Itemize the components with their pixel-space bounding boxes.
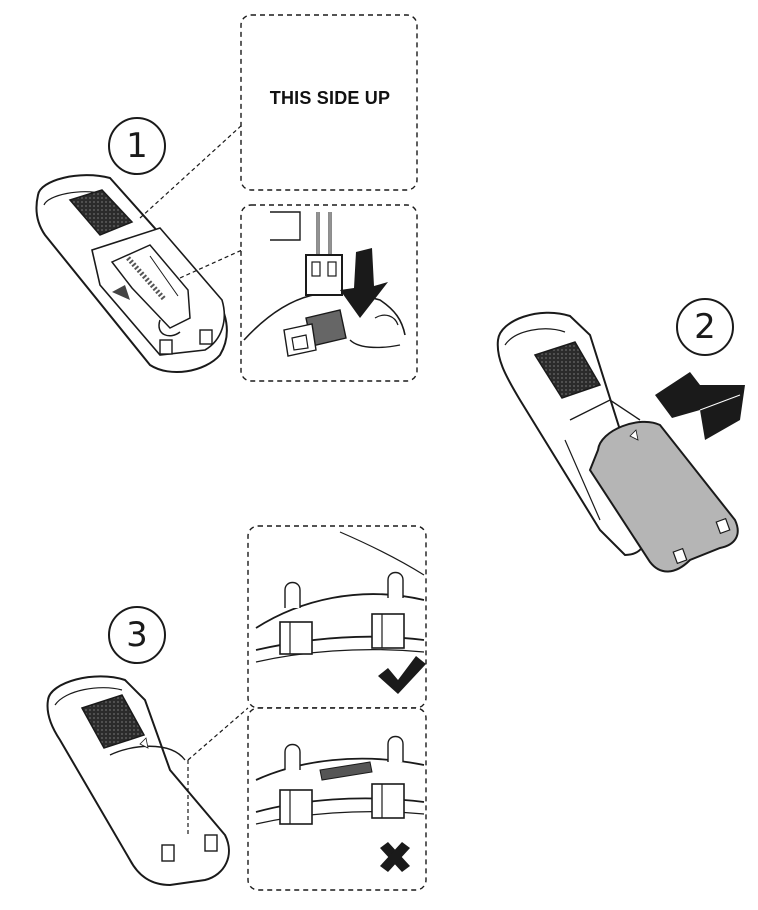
- battery-plug: [305, 254, 343, 296]
- speaker-grille: [68, 189, 134, 236]
- callout-box-correct: [247, 525, 427, 709]
- speaker-grille: [533, 341, 602, 399]
- speaker-grille: [80, 694, 146, 749]
- insert-arrow-icon: [340, 248, 388, 318]
- step2-handset-illustration: [496, 311, 745, 573]
- slide-arrow-icon: [655, 372, 745, 440]
- step-3-number: 3: [108, 606, 166, 664]
- step-2-number-text: 2: [694, 307, 716, 347]
- step1-handset-illustration: [35, 174, 228, 373]
- step-3-number-text: 3: [126, 615, 148, 655]
- step-1-number: 1: [108, 117, 166, 175]
- callout-box-connector: [240, 204, 418, 382]
- step-1-number-text: 1: [126, 126, 148, 166]
- callout-box-label: [240, 14, 418, 191]
- cross-icon: [380, 842, 410, 872]
- check-icon: [378, 656, 426, 694]
- step3-handset-illustration: [46, 675, 230, 887]
- battery-cover: [588, 420, 739, 573]
- step-2-number: 2: [676, 298, 734, 356]
- this-side-up-label: THIS SIDE UP: [269, 88, 391, 108]
- callout-box-incorrect: [247, 707, 427, 891]
